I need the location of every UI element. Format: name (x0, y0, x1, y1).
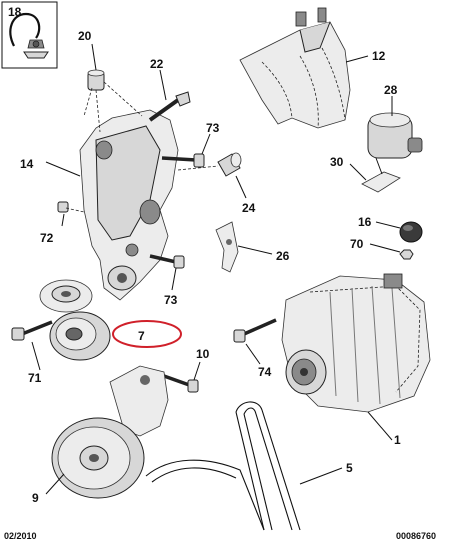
part-14-bracket (79, 109, 179, 301)
part-20-bushing (87, 69, 105, 91)
footer-date: 02/2010 (4, 531, 37, 541)
callout-7: 7 (138, 329, 145, 343)
callout-16: 16 (358, 215, 372, 229)
part-22-bolt (148, 91, 191, 122)
part-7-tensioner-pulley (49, 311, 111, 361)
callout-14: 14 (20, 157, 34, 171)
part-idler-pulley (39, 279, 93, 313)
callout-70: 70 (350, 237, 364, 251)
part-5-belt (145, 401, 301, 531)
callout-18: 18 (8, 5, 22, 19)
part-10-bolt (163, 374, 199, 393)
callout-22: 22 (150, 57, 164, 71)
callout-30: 30 (330, 155, 344, 169)
part-30-bracket (361, 157, 401, 193)
part-1-alternator (281, 273, 431, 413)
part-24-spacer (177, 152, 242, 177)
part-73-screw-lower (149, 254, 185, 269)
part-28-sensor (367, 112, 423, 159)
callout-73-upper: 73 (206, 121, 220, 135)
part-12-heat-shield (239, 7, 351, 129)
part-18-inset (1, 1, 58, 69)
callout-28: 28 (384, 83, 398, 97)
part-71-bolt (11, 320, 53, 341)
callout-5: 5 (346, 461, 353, 475)
leader-lines (31, 43, 401, 495)
footer-reference: 00086760 (396, 531, 436, 541)
callout-72: 72 (40, 231, 54, 245)
part-9-pulley (51, 417, 145, 499)
callout-1: 1 (394, 433, 401, 447)
callout-74: 74 (258, 365, 272, 379)
part-16-cap (399, 221, 423, 243)
part-26-clip (215, 221, 239, 273)
part-72-bolt (57, 201, 85, 213)
callout-73-lower: 73 (164, 293, 178, 307)
callout-71: 71 (28, 371, 42, 385)
callout-10: 10 (196, 347, 210, 361)
highlight-ring-part-7 (112, 320, 182, 348)
callouts: 18 20 22 73 14 72 24 26 73 12 28 30 16 7… (8, 5, 401, 505)
callout-24: 24 (242, 201, 256, 215)
callout-20: 20 (78, 29, 92, 43)
callout-9: 9 (32, 491, 39, 505)
part-73-screw-upper (161, 153, 205, 168)
part-74-bolt (233, 318, 277, 343)
callout-12: 12 (372, 49, 386, 63)
callout-26: 26 (276, 249, 290, 263)
part-70-nut (399, 249, 414, 260)
